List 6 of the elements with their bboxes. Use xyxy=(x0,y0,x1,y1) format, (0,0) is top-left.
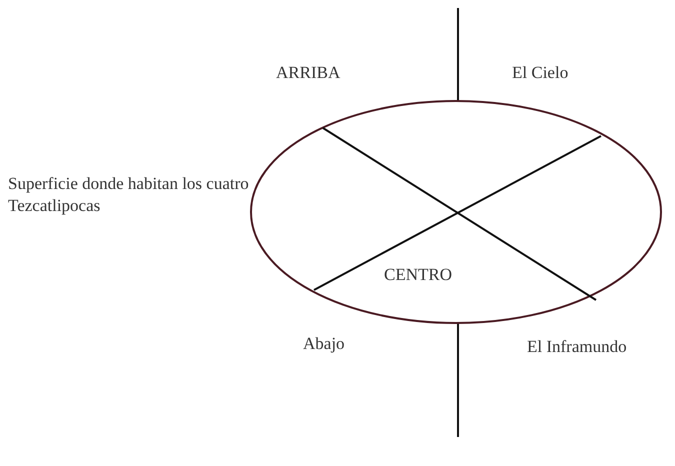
direction-label: El Cielo xyxy=(512,62,568,84)
direction-label: ARRIBA xyxy=(276,62,340,84)
description-text: Superficie donde habitan los cuatro Tezcatlipocas xyxy=(8,173,250,217)
ellipse-drawing xyxy=(250,100,662,324)
direction-label: Abajo xyxy=(303,333,345,355)
direction-label: El Inframundo xyxy=(527,336,627,358)
